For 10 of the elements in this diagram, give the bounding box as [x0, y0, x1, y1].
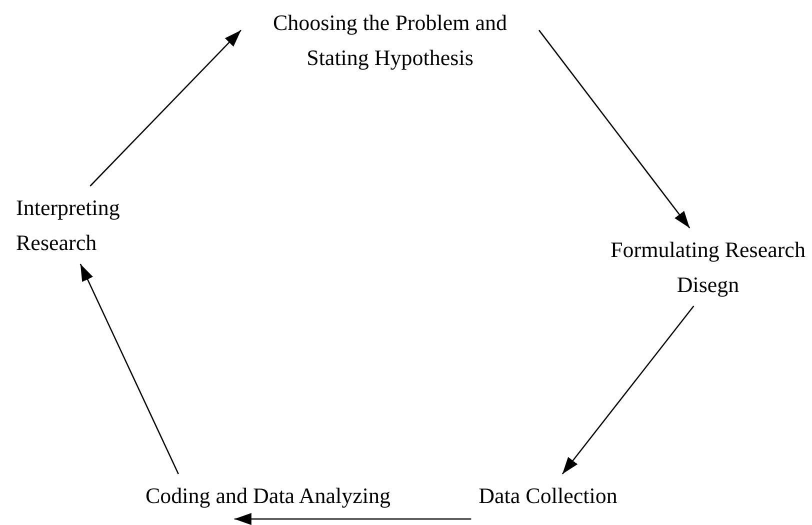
step-label: Data Collection [478, 482, 618, 510]
step-label: Interpreting Research [16, 194, 121, 257]
arrow [538, 30, 690, 228]
arrow [80, 264, 179, 474]
arrow [234, 513, 472, 525]
arrow [90, 30, 242, 186]
arrow [562, 306, 694, 474]
step-label: Coding and Data Analyzing [144, 482, 392, 510]
step-label: Formulating Research Disegn [610, 236, 806, 299]
step-label: Choosing the Problem and Stating Hypothesis [272, 9, 508, 72]
